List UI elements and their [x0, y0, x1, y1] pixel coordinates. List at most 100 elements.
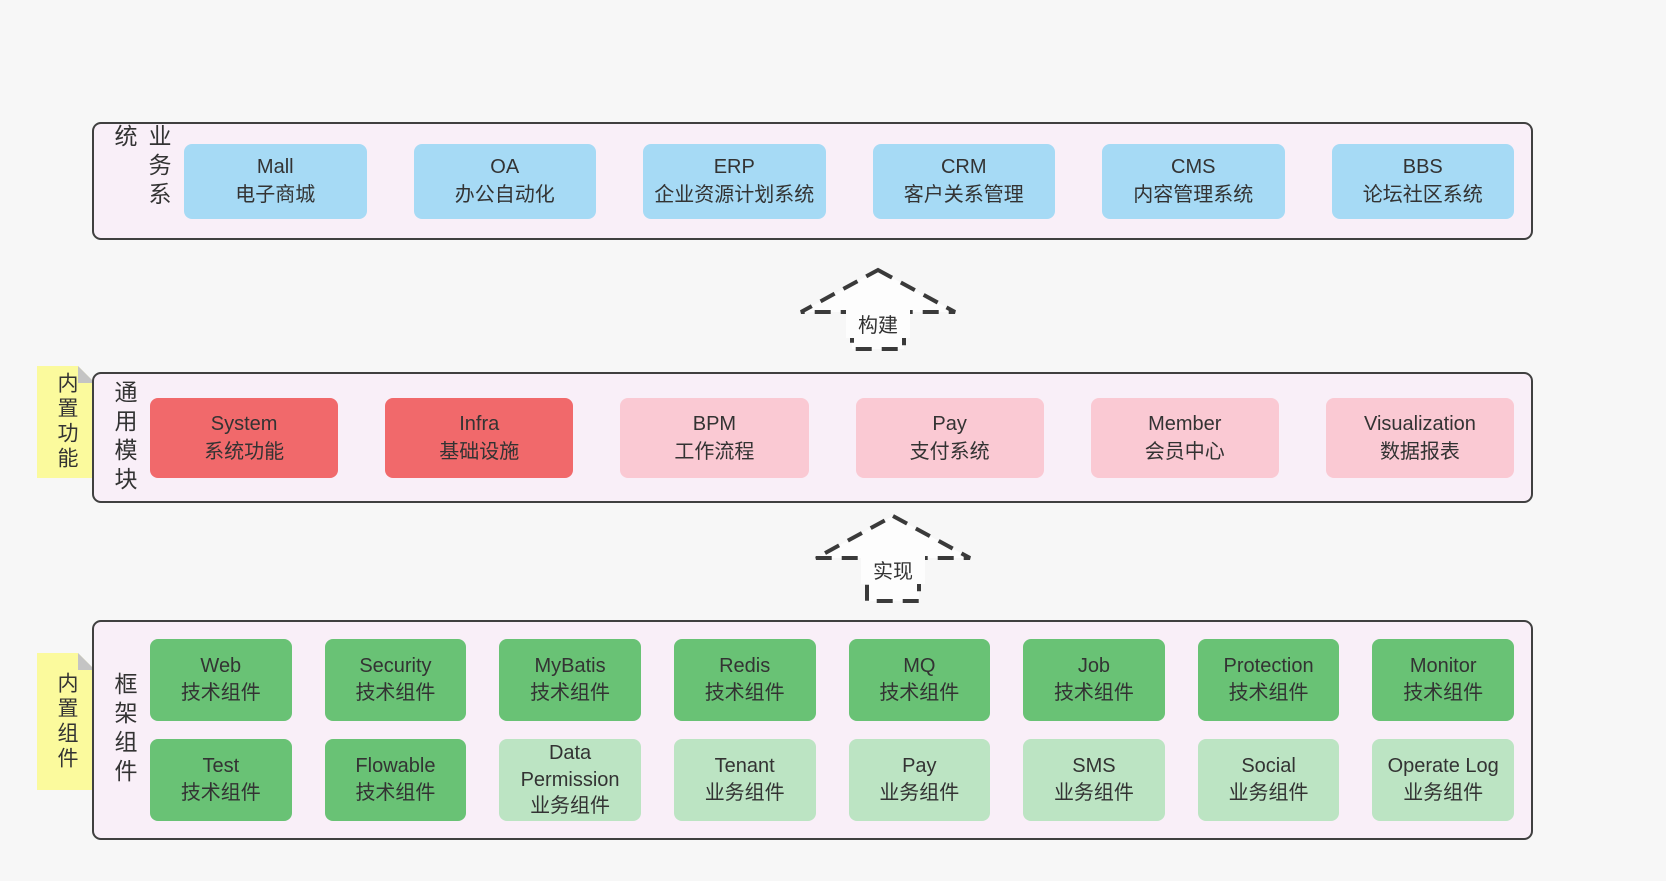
- node-monitor: Monitor 技术组件: [1372, 639, 1514, 721]
- node-pay-biz: Pay 业务组件: [848, 739, 991, 821]
- node-subtitle: 工作流程: [674, 440, 755, 463]
- node-name: Mall: [256, 156, 294, 178]
- node-subtitle: 电子商城: [235, 184, 316, 206]
- node-name: BPM: [692, 412, 737, 435]
- node-name: Member: [1148, 412, 1222, 435]
- node-subtitle: 系统功能: [204, 440, 285, 463]
- node-flowable: Flowable 技术组件: [324, 739, 467, 821]
- node-subtitle: 数据报表: [1379, 440, 1460, 463]
- framework-rows: Web 技术组件 Security 技术组件 MyBatis 技术组件 Redi…: [141, 639, 1531, 821]
- node-subtitle: 技术组件: [704, 682, 785, 704]
- node-cms: CMS 内容管理系统: [1102, 143, 1285, 219]
- node-name: Data Permission: [520, 742, 620, 791]
- node-name: ERP: [713, 156, 755, 178]
- node-data-permission: Data Permission 业务组件: [499, 739, 641, 821]
- node-protection: Protection 技术组件: [1197, 639, 1340, 721]
- node-mq: MQ 技术组件: [848, 639, 991, 721]
- build-arrow-label: 构建: [846, 308, 910, 338]
- node-subtitle: 业务组件: [1228, 782, 1309, 804]
- node-name: Pay: [902, 755, 937, 778]
- node-name: Protection: [1223, 655, 1314, 678]
- node-social: Social 业务组件: [1197, 739, 1340, 821]
- node-name: MyBatis: [534, 655, 606, 678]
- node-subtitle: 内容管理系统: [1133, 184, 1254, 206]
- node-subtitle: 技术组件: [1228, 682, 1309, 704]
- node-name: Flowable: [355, 755, 436, 778]
- node-test: Test 技术组件: [150, 739, 292, 821]
- sticky-built-in-components: 内置组件: [37, 653, 95, 790]
- node-name: Infra: [459, 412, 500, 435]
- sticky-label: 内置功能: [55, 372, 78, 472]
- node-mybatis: MyBatis 技术组件: [499, 639, 641, 721]
- node-name: CMS: [1171, 156, 1216, 178]
- node-name: Tenant: [714, 755, 775, 778]
- node-name: Operate Log: [1387, 755, 1499, 778]
- node-system: System 系统功能: [150, 397, 339, 478]
- node-subtitle: 客户关系管理: [903, 184, 1024, 206]
- node-member: Member 会员中心: [1090, 397, 1279, 478]
- layer-title-framework: 框架组件: [111, 672, 137, 788]
- business-lane: Mall 电子商城 OA 办公自动化 ERP 企业资源计划系统 CRM 客户关系…: [175, 143, 1531, 219]
- framework-row-2: Test 技术组件 Flowable 技术组件 Data Permission …: [150, 739, 1514, 821]
- node-subtitle: 支付系统: [909, 440, 990, 463]
- node-name: Redis: [719, 655, 771, 678]
- layer-framework-components: 框架组件 Web 技术组件 Security 技术组件 MyBatis 技术组件…: [92, 620, 1533, 840]
- node-infra: Infra 基础设施: [385, 397, 574, 478]
- node-subtitle: 办公自动化: [454, 184, 555, 206]
- node-subtitle: 技术组件: [180, 782, 261, 804]
- node-subtitle: 技术组件: [1403, 682, 1484, 704]
- node-name: Pay: [932, 412, 967, 435]
- node-name: Web: [200, 655, 242, 678]
- node-name: Job: [1077, 655, 1111, 678]
- node-subtitle: 业务组件: [704, 782, 785, 804]
- modules-lane: System 系统功能 Infra 基础设施 BPM 工作流程 Pay 支付系统…: [141, 397, 1531, 478]
- node-subtitle: 会员中心: [1144, 440, 1225, 463]
- node-subtitle: 业务组件: [1403, 782, 1484, 804]
- sticky-label: 内置组件: [55, 671, 78, 772]
- node-bbs: BBS 论坛社区系统: [1331, 143, 1514, 219]
- node-erp: ERP 企业资源计划系统: [643, 143, 826, 219]
- node-subtitle: 技术组件: [355, 782, 436, 804]
- node-name: OA: [490, 156, 520, 178]
- node-name: SMS: [1072, 755, 1116, 778]
- node-name: System: [210, 412, 278, 435]
- node-security: Security 技术组件: [324, 639, 467, 721]
- node-subtitle: 技术组件: [1053, 682, 1134, 704]
- node-name: BBS: [1402, 156, 1443, 178]
- layer-title-business: 业务系统: [111, 124, 171, 211]
- implement-arrow-label: 实现: [861, 554, 925, 584]
- node-name: CRM: [940, 156, 987, 178]
- framework-row-1: Web 技术组件 Security 技术组件 MyBatis 技术组件 Redi…: [150, 639, 1514, 721]
- node-subtitle: 业务组件: [879, 782, 960, 804]
- node-name: Test: [202, 755, 240, 778]
- node-mall: Mall 电子商城: [184, 143, 367, 219]
- node-tenant: Tenant 业务组件: [673, 739, 816, 821]
- node-visualization: Visualization 数据报表: [1325, 397, 1515, 478]
- node-subtitle: 企业资源计划系统: [654, 184, 815, 206]
- node-subtitle: 技术组件: [879, 682, 960, 704]
- node-subtitle: 论坛社区系统: [1362, 184, 1483, 206]
- node-subtitle: 基础设施: [439, 440, 520, 463]
- node-sms: SMS 业务组件: [1023, 739, 1165, 821]
- node-pay: Pay 支付系统: [855, 397, 1044, 478]
- node-oa: OA 办公自动化: [413, 143, 596, 219]
- node-name: Security: [359, 655, 432, 678]
- node-subtitle: 技术组件: [355, 682, 436, 704]
- node-bpm: BPM 工作流程: [620, 397, 809, 478]
- node-subtitle: 业务组件: [1053, 782, 1134, 804]
- node-subtitle: 业务组件: [530, 795, 611, 818]
- sticky-built-in-features: 内置功能: [37, 366, 95, 478]
- node-subtitle: 技术组件: [180, 682, 261, 704]
- node-subtitle: 技术组件: [530, 682, 611, 704]
- node-web: Web 技术组件: [150, 639, 292, 721]
- node-operate-log: Operate Log 业务组件: [1372, 739, 1514, 821]
- node-name: Monitor: [1409, 655, 1477, 678]
- node-name: Visualization: [1363, 412, 1476, 435]
- node-crm: CRM 客户关系管理: [872, 143, 1055, 219]
- layer-title-modules: 通用模块: [111, 379, 137, 496]
- node-name: MQ: [903, 655, 936, 678]
- node-job: Job 技术组件: [1023, 639, 1165, 721]
- layer-common-modules: 通用模块 System 系统功能 Infra 基础设施 BPM 工作流程 Pay…: [92, 372, 1533, 503]
- node-redis: Redis 技术组件: [673, 639, 816, 721]
- node-name: Social: [1241, 755, 1296, 778]
